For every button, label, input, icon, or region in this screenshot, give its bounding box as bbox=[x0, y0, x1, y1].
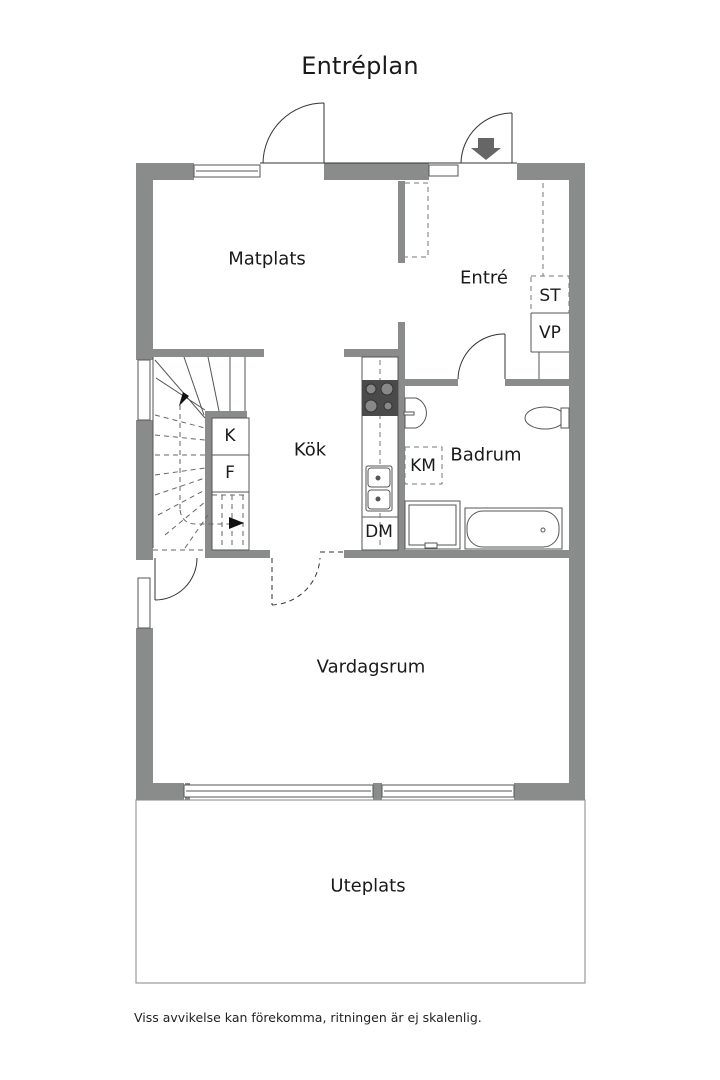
doors bbox=[154, 102, 517, 606]
stair-direction-arrow-icon bbox=[229, 517, 244, 529]
fixture-label-f: F bbox=[225, 463, 235, 483]
fixture-label-km: KM bbox=[410, 456, 436, 476]
room-label-entre: Entré bbox=[460, 267, 508, 289]
washer-outline bbox=[404, 446, 443, 485]
room-label-uteplats: Uteplats bbox=[330, 875, 406, 897]
room-label-vardagsrum: Vardagsrum bbox=[316, 656, 426, 678]
patio-outline bbox=[135, 799, 586, 984]
stair-up-arrow-icon bbox=[179, 392, 189, 406]
fixture-label-vp: VP bbox=[539, 323, 561, 343]
staircase-dashed bbox=[153, 405, 247, 551]
room-label-badrum: Badrum bbox=[450, 444, 522, 466]
room-label-kok: Kök bbox=[293, 439, 327, 461]
fridge-freezer-cabinets bbox=[211, 417, 250, 551]
fixture-label-st: ST bbox=[539, 286, 561, 306]
room-label-matplats: Matplats bbox=[228, 248, 306, 270]
staircase bbox=[152, 356, 246, 548]
kitchen-sink bbox=[365, 465, 393, 512]
entry-cabinets bbox=[530, 312, 569, 379]
floor-title: Entréplan bbox=[301, 52, 419, 80]
fixture-label-k: K bbox=[224, 426, 236, 446]
windows bbox=[137, 164, 515, 798]
disclaimer-footnote: Viss avvikelse kan förekomma, ritningen … bbox=[134, 1010, 482, 1025]
fixture-label-dm: DM bbox=[365, 522, 393, 542]
bathroom-fixtures bbox=[403, 397, 570, 550]
stove bbox=[362, 380, 398, 416]
exterior-walls bbox=[136, 163, 585, 800]
interior-walls bbox=[153, 181, 569, 558]
entrance-arrow-icon bbox=[471, 138, 501, 160]
